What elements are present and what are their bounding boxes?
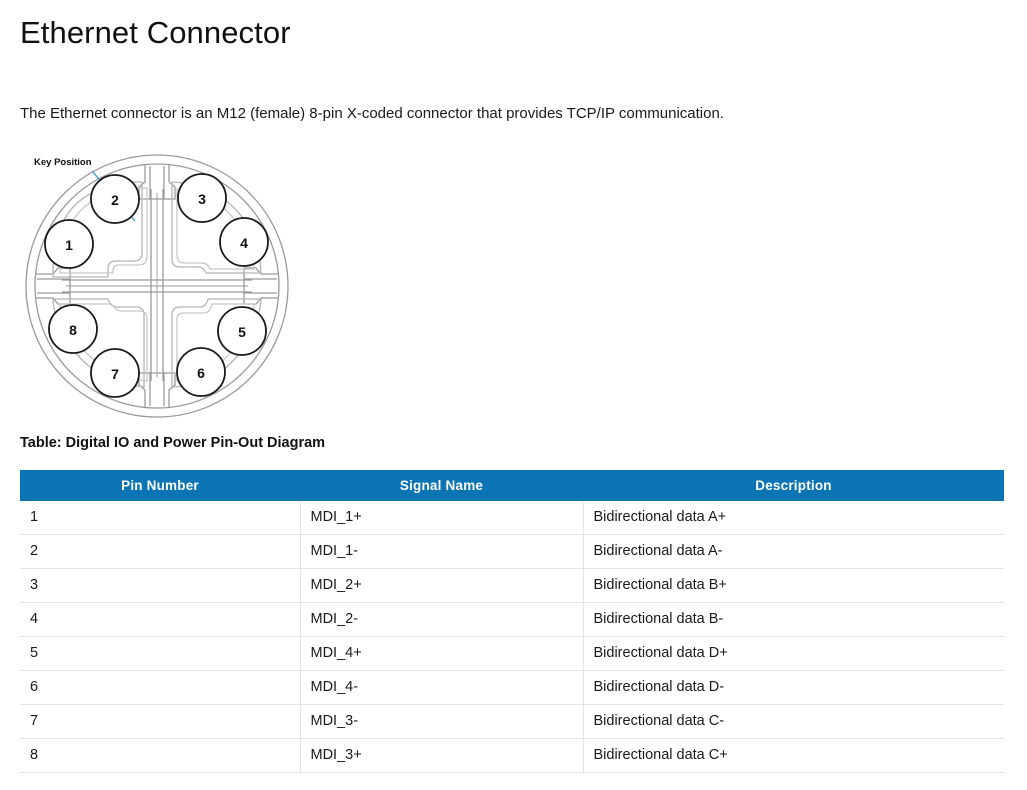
pin-label-6: 6 <box>197 365 205 381</box>
table-row: 2 MDI_1- Bidirectional data A- <box>20 534 1004 569</box>
pin-circle-8 <box>48 304 98 354</box>
cross-horizontal <box>62 279 252 293</box>
pin-circle-3 <box>177 173 227 223</box>
table-body: 1 MDI_1+ Bidirectional data A+ 2 MDI_1- … <box>20 500 1004 773</box>
cell-description: Bidirectional data C- <box>583 704 1004 739</box>
column-header-pin-number: Pin Number <box>20 469 300 501</box>
cell-pin-number: 2 <box>20 534 301 569</box>
pin-label-7: 7 <box>111 366 119 382</box>
cell-signal-name: MDI_3+ <box>300 738 584 773</box>
cell-pin-number: 6 <box>20 670 301 705</box>
cell-description: Bidirectional data B- <box>583 602 1004 637</box>
pinout-table: Pin Number Signal Name Description 1 MDI… <box>20 469 1004 773</box>
pin-circle-1 <box>44 219 94 269</box>
cell-signal-name: MDI_1- <box>300 534 584 569</box>
key-position-label: Key Position <box>34 157 92 168</box>
cell-description: Bidirectional data A- <box>583 534 1004 569</box>
table-caption: Table: Digital IO and Power Pin-Out Diag… <box>20 434 326 451</box>
cross-vertical <box>150 188 164 381</box>
pin-label-5: 5 <box>238 324 246 340</box>
cell-description: Bidirectional data D+ <box>583 636 1004 671</box>
cell-pin-number: 5 <box>20 636 301 671</box>
quadrant-upper-right-inner <box>176 188 255 270</box>
cell-signal-name: MDI_2- <box>300 602 584 637</box>
pin-circle-6 <box>176 347 226 397</box>
cell-pin-number: 8 <box>20 738 301 773</box>
table-row: 6 MDI_4- Bidirectional data D- <box>20 670 1004 705</box>
connector-outer-ring <box>25 154 289 418</box>
cell-pin-number: 3 <box>20 568 301 603</box>
cell-pin-number: 4 <box>20 602 301 637</box>
pin-circle-5 <box>217 306 267 356</box>
connector-body <box>25 154 289 418</box>
cell-signal-name: MDI_4+ <box>300 636 584 671</box>
pin-circle-7 <box>90 348 140 398</box>
column-header-signal-name: Signal Name <box>300 469 583 501</box>
table-row: 4 MDI_2- Bidirectional data B- <box>20 602 1004 637</box>
cell-description: Bidirectional data D- <box>583 670 1004 705</box>
intro-paragraph: The Ethernet connector is an M12 (female… <box>20 105 724 123</box>
cell-signal-name: MDI_4- <box>300 670 584 705</box>
cell-signal-name: MDI_3- <box>300 704 584 739</box>
table-row: 8 MDI_3+ Bidirectional data C+ <box>20 738 1004 773</box>
pin-label-8: 8 <box>69 322 77 338</box>
cell-signal-name: MDI_2+ <box>300 568 584 603</box>
pin-label-3: 3 <box>198 191 206 207</box>
keyway-left-lines <box>37 278 70 294</box>
cell-description: Bidirectional data A+ <box>583 500 1004 535</box>
pin-label-4: 4 <box>240 235 248 251</box>
quadrant-upper-right <box>171 181 262 274</box>
table-row: 7 MDI_3- Bidirectional data C- <box>20 704 1004 739</box>
table-row: 3 MDI_2+ Bidirectional data B+ <box>20 568 1004 603</box>
connector-figure: Key Position 1 2 3 4 5 6 7 8 <box>20 149 320 421</box>
cell-description: Bidirectional data C+ <box>583 738 1004 773</box>
pin-circles: 1 2 3 4 5 6 7 8 <box>44 173 269 398</box>
keyway-top-lines <box>149 165 165 199</box>
pin-label-2: 2 <box>111 192 119 208</box>
pin-circle-2 <box>90 174 140 224</box>
keyway-bottom-lines <box>149 372 165 406</box>
keyway-right-lines <box>244 278 277 294</box>
table-header-row: Pin Number Signal Name Description <box>20 469 1004 501</box>
cell-pin-number: 7 <box>20 704 301 739</box>
cell-signal-name: MDI_1+ <box>300 500 584 535</box>
pin-circle-4 <box>219 217 269 267</box>
table-row: 1 MDI_1+ Bidirectional data A+ <box>20 500 1004 535</box>
cell-pin-number: 1 <box>20 500 301 535</box>
page-title: Ethernet Connector <box>20 15 291 50</box>
column-header-description: Description <box>583 469 1004 501</box>
pin-label-1: 1 <box>65 237 73 253</box>
table-row: 5 MDI_4+ Bidirectional data D+ <box>20 636 1004 671</box>
connector-inner-ring <box>34 163 280 409</box>
cell-description: Bidirectional data B+ <box>583 568 1004 603</box>
table-head: Pin Number Signal Name Description <box>20 469 1004 501</box>
